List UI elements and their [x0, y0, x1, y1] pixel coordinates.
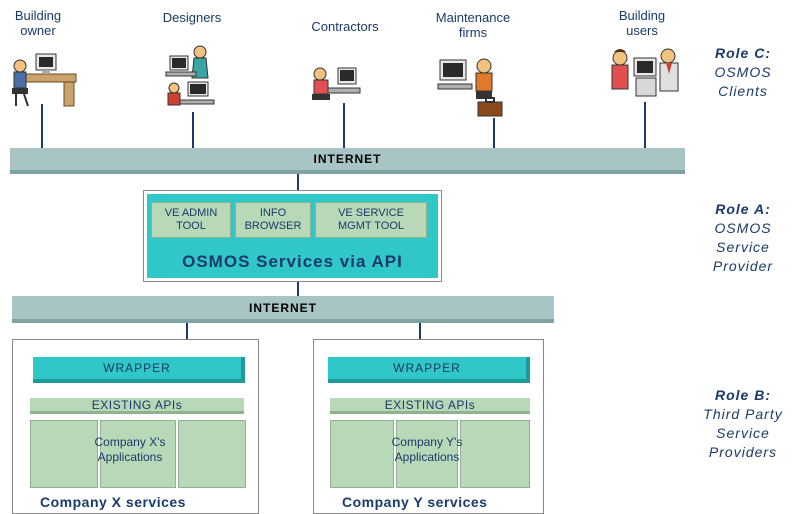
- company-x-title: Company X services: [40, 494, 186, 510]
- role-a-label: Role A: OSMOS Service Provider: [688, 200, 798, 276]
- internet-bar-bottom: INTERNET: [12, 296, 554, 323]
- company-x-existing-apis-label: EXISTING APIs: [91, 397, 183, 412]
- person-at-computer-with-toolbox-icon: [437, 58, 503, 117]
- client-label-building-owner: Building owner: [14, 8, 62, 38]
- role-c-label: Role C: OSMOS Clients: [688, 44, 798, 101]
- ve-service-mgmt-tool: VE SERVICE MGMT TOOL: [315, 202, 427, 238]
- company-y-panel: WRAPPER EXISTING APIs Company Y's Applic…: [313, 339, 544, 514]
- role-b-text: Third Party Service Providers: [703, 406, 783, 460]
- osmos-services-panel: VE ADMIN TOOL INFO BROWSER VE SERVICE MG…: [147, 194, 438, 278]
- person-at-computer-icon: [312, 67, 361, 100]
- company-x-wrapper: WRAPPER: [33, 357, 245, 383]
- client-label-designers: Designers: [162, 10, 222, 25]
- internet-to-osmos-line: [297, 174, 299, 190]
- person-at-desk-computer-icon: [12, 53, 77, 107]
- role-b-title: Role B:: [715, 387, 771, 403]
- company-y-application-2: [396, 420, 458, 488]
- company-y-application-1: [330, 420, 394, 488]
- company-y-title: Company Y services: [342, 494, 488, 510]
- client-connector-line: [493, 118, 495, 148]
- role-a-text: OSMOS Service Provider: [712, 220, 774, 274]
- company-y-wrapper: WRAPPER: [328, 357, 530, 383]
- company-x-application-1: [30, 420, 98, 488]
- osmos-to-internet-line: [297, 282, 299, 296]
- company-x-panel: WRAPPER EXISTING APIs Company X's Applic…: [12, 339, 259, 514]
- company-x-existing-apis: EXISTING APIs: [30, 398, 244, 414]
- internet-bar-bottom-label: INTERNET: [249, 300, 317, 315]
- company-x-application-2: [100, 420, 176, 488]
- company-y-applications-label: Company Y's Applications: [391, 435, 463, 464]
- designers-at-computers-icon: [165, 45, 215, 106]
- client-label-maintenance-firms: Maintenance firms: [435, 10, 511, 40]
- info-browser: INFO BROWSER: [235, 202, 311, 238]
- role-b-label: Role B: Third Party Service Providers: [688, 386, 798, 462]
- role-c-title: Role C:: [715, 45, 771, 61]
- osmos-services-box: VE ADMIN TOOL INFO BROWSER VE SERVICE MG…: [143, 190, 442, 282]
- client-connector-line: [343, 103, 345, 148]
- internet-bar-top: INTERNET: [10, 148, 685, 174]
- ve-admin-tool: VE ADMIN TOOL: [151, 202, 231, 238]
- osmos-services-title: OSMOS Services via API: [182, 252, 403, 271]
- client-connector-line: [41, 104, 43, 148]
- company-y-wrapper-label: WRAPPER: [393, 361, 461, 375]
- client-label-contractors: Contractors: [311, 19, 379, 34]
- company-x-applications-label: Company X's Applications: [94, 435, 166, 464]
- company-y-existing-apis-label: EXISTING APIs: [384, 397, 476, 412]
- client-connector-line: [644, 102, 646, 148]
- internet-bar-top-label: INTERNET: [313, 152, 382, 166]
- company-x-application-3: [178, 420, 246, 488]
- company-y-existing-apis: EXISTING APIs: [330, 398, 530, 414]
- client-label-building-users: Building users: [618, 8, 666, 38]
- company-x-wrapper-label: WRAPPER: [103, 361, 171, 375]
- client-connector-line: [192, 112, 194, 148]
- role-c-text: OSMOS Clients: [714, 64, 772, 99]
- role-a-title: Role A:: [715, 201, 771, 217]
- two-people-at-computer-icon: [611, 48, 679, 97]
- company-y-application-3: [460, 420, 530, 488]
